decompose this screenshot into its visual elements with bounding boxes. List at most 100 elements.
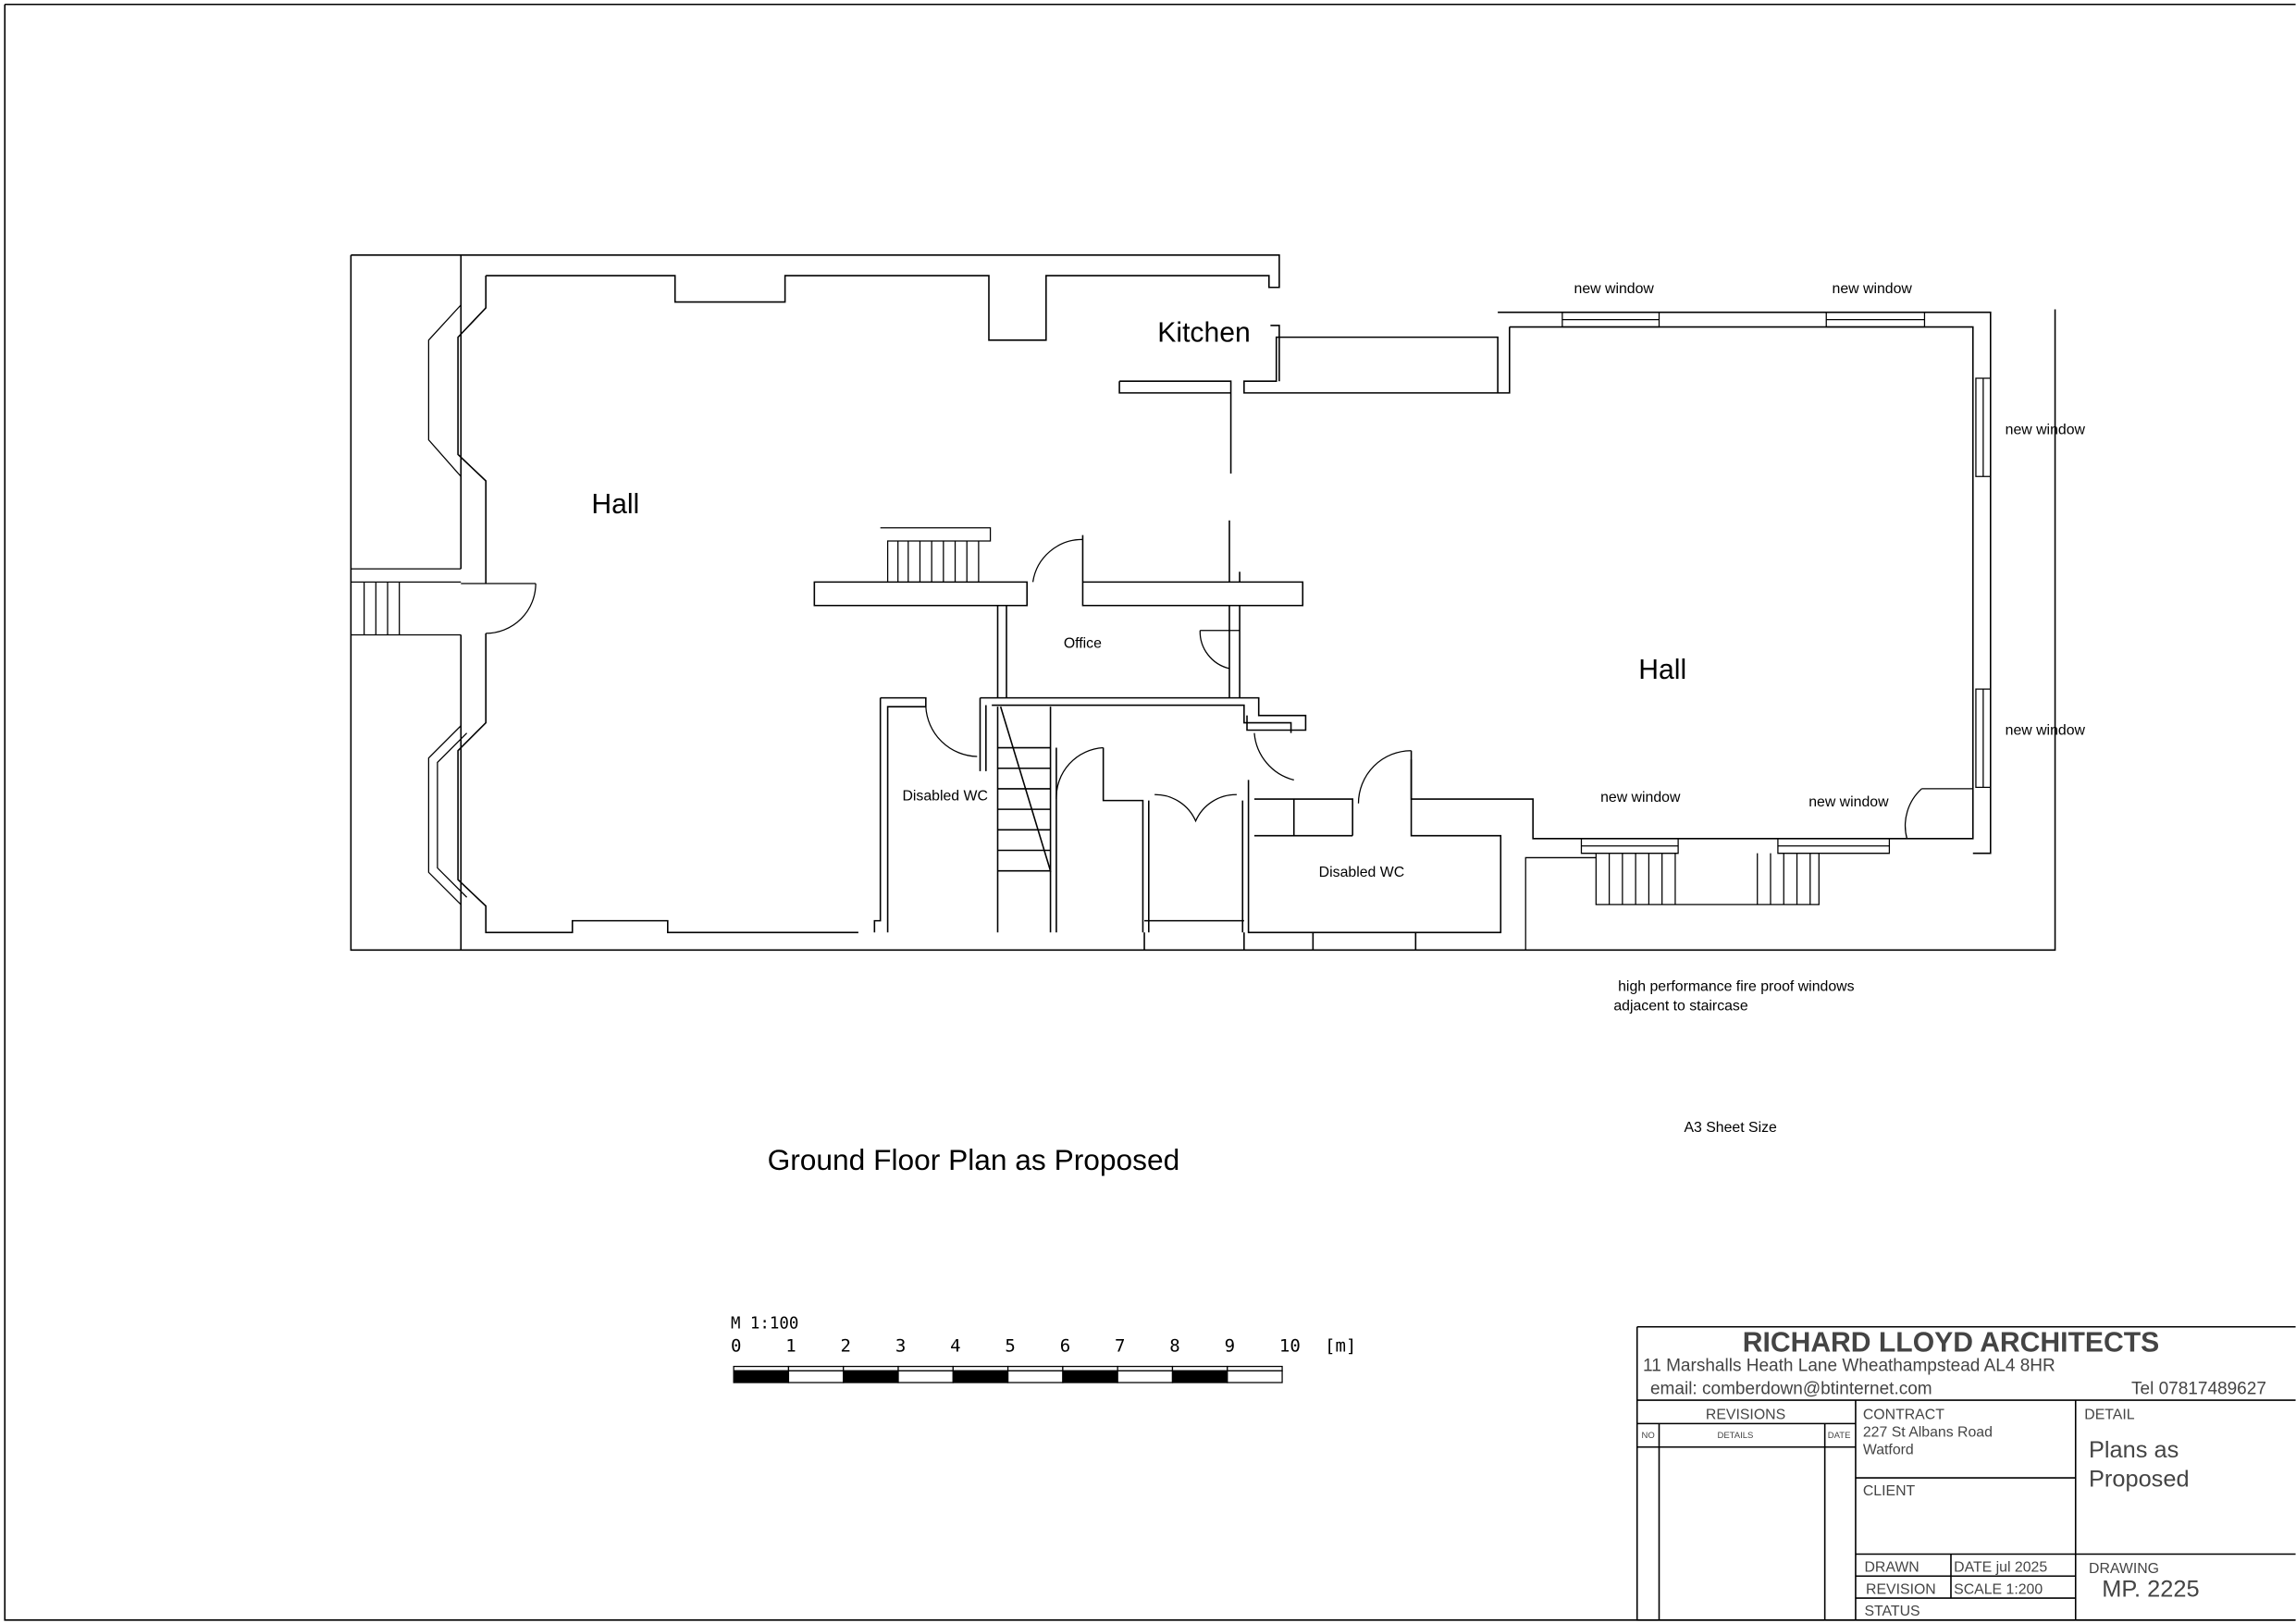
floor-plan <box>350 254 2056 952</box>
scale-segment-top <box>1227 1365 1283 1371</box>
internal-stair <box>996 706 1052 933</box>
scale-segment <box>1227 1370 1283 1383</box>
office-wall <box>996 605 1241 698</box>
window-east <box>1975 377 1992 788</box>
scale-segment <box>787 1370 845 1383</box>
scale-segment-top <box>1117 1365 1174 1371</box>
scale-segment <box>733 1370 790 1383</box>
wc-right-doors <box>1253 732 1412 804</box>
scale-tick-label: 0 <box>731 1336 741 1357</box>
drawing-number: MP. 2225 <box>2102 1576 2199 1602</box>
firm-name: RICHARD LLOYD ARCHITECTS <box>1743 1328 2160 1359</box>
scale-segment <box>1006 1370 1064 1383</box>
note-fire-windows-2: adjacent to staircase <box>1613 998 1748 1014</box>
scale-tick-label: 7 <box>1115 1336 1125 1357</box>
scale-tick-label: 3 <box>895 1336 906 1357</box>
wall-north <box>351 254 1280 341</box>
window-label: new window <box>1600 790 1681 805</box>
detail-label: DETAIL <box>2084 1408 2134 1423</box>
scale-segment-top <box>897 1365 954 1371</box>
office-door <box>1031 538 1083 583</box>
detail-line2: Proposed <box>2089 1467 2190 1493</box>
firm-address: 11 Marshalls Heath Lane Wheathampstead A… <box>1643 1356 2055 1375</box>
office-cupboard-door <box>1199 630 1241 670</box>
scale-segment <box>1062 1370 1118 1383</box>
client-label: CLIENT <box>1863 1483 1916 1499</box>
lobby-threshold <box>1143 919 1417 951</box>
window-label: new window <box>1574 281 1655 297</box>
window-north <box>1562 312 1926 328</box>
room-label-office: Office <box>1064 636 1102 652</box>
contract-line1: 227 St Albans Road <box>1863 1425 1993 1441</box>
scale-segment <box>952 1370 1009 1383</box>
wc-right-wall <box>1247 750 1502 934</box>
plan-title: Ground Floor Plan as Proposed <box>768 1143 1180 1176</box>
title-block-grid <box>1636 1325 2296 1621</box>
contract-line2: Watford <box>1863 1443 1914 1458</box>
room-label-kitchen: Kitchen <box>1157 317 1250 348</box>
scale-bar: M 1:100 0 1 2 3 4 5 6 7 8 9 10 [m] <box>731 1314 1356 1383</box>
firm-email: email: comberdown@btinternet.com <box>1650 1380 1932 1399</box>
kitchen-partition <box>1270 325 1280 382</box>
room-label-wc-right: Disabled WC <box>1319 865 1404 880</box>
note-fire-windows: high performance fire proof windows <box>1618 979 1854 995</box>
drawing-label: DRAWING <box>2089 1561 2159 1577</box>
room-label-hall-left: Hall <box>591 489 639 520</box>
col-details: DETAILS <box>1717 1431 1753 1441</box>
east-door <box>1905 788 1973 839</box>
detail-line1: Plans as <box>2089 1437 2179 1463</box>
scale-segment-top <box>843 1365 899 1371</box>
wc-left-door <box>925 707 978 757</box>
scale-tick-label: 9 <box>1225 1336 1235 1357</box>
room-label-wc-left: Disabled WC <box>902 789 987 805</box>
revision-label: REVISION <box>1866 1581 1936 1597</box>
scale-segment-top <box>733 1365 790 1371</box>
contract-label: CONTRACT <box>1863 1408 1944 1423</box>
title-block: RICHARD LLOYD ARCHITECTS 11 Marshalls He… <box>1636 1325 2296 1621</box>
room-label-hall-right: Hall <box>1638 655 1686 685</box>
scale-segment <box>1117 1370 1174 1383</box>
wall-west-inner <box>457 276 858 934</box>
lobby-wall <box>1055 747 1244 933</box>
kitchen-wall <box>1118 326 1511 474</box>
window-label: new window <box>1833 281 1913 297</box>
scale-tick-label: 6 <box>1060 1336 1070 1357</box>
window-south <box>1580 838 1891 855</box>
scale-tick-label: 5 <box>1005 1336 1015 1357</box>
revisions-header: REVISIONS <box>1706 1408 1785 1423</box>
window-label: new window <box>2006 422 2086 437</box>
scale-tick-label: 2 <box>841 1336 851 1357</box>
scale-value: SCALE 1:200 <box>1954 1581 2043 1597</box>
scale-segment <box>843 1370 899 1383</box>
col-date: DATE <box>1828 1431 1851 1441</box>
firm-tel: Tel 07817489627 <box>2131 1380 2266 1399</box>
scale-tick-label: 4 <box>950 1336 960 1357</box>
external-steps <box>1524 853 1820 951</box>
site-boundary <box>350 254 2056 952</box>
scale-segment-top <box>1171 1365 1228 1371</box>
central-north-wall <box>979 696 1307 771</box>
sheet-size-note: A3 Sheet Size <box>1684 1120 1777 1136</box>
scale-unit: [m] <box>1325 1336 1356 1357</box>
scale-tick-label: 8 <box>1169 1336 1179 1357</box>
scale-segment-top <box>952 1365 1009 1371</box>
window-label: new window <box>1808 794 1889 810</box>
wc-left-wall <box>873 696 927 933</box>
bay-window <box>427 304 468 905</box>
date-value: DATE jul 2025 <box>1954 1560 2047 1576</box>
scale-tick-label: 10 <box>1279 1336 1301 1357</box>
entrance-steps <box>351 568 462 636</box>
entrance-door <box>461 583 537 634</box>
scale-tick-label: 1 <box>785 1336 796 1357</box>
scale-segment <box>897 1370 954 1383</box>
central-stair <box>880 527 992 583</box>
scale-segment <box>1171 1370 1228 1383</box>
window-label: new window <box>2006 722 2086 738</box>
scale-label: M 1:100 <box>731 1314 798 1333</box>
status-label: STATUS <box>1864 1604 1920 1619</box>
col-no: NO <box>1641 1431 1654 1441</box>
scale-segment-top <box>787 1365 845 1371</box>
drawn-label: DRAWN <box>1864 1560 1919 1576</box>
scale-segment-top <box>1006 1365 1064 1371</box>
